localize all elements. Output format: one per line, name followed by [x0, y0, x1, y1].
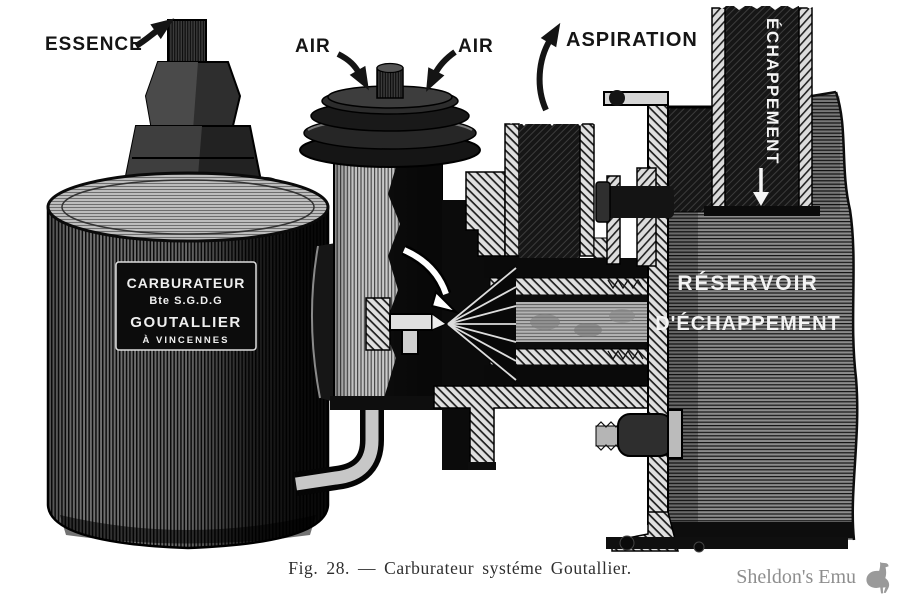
bracket-highlight-edge	[310, 245, 321, 399]
reservoir-left-shadow	[668, 212, 698, 540]
label-echappement: ÉCHAPPEMENT	[763, 18, 782, 165]
label-essence: ESSENCE	[45, 34, 143, 55]
tank-top-face	[46, 171, 330, 243]
elbow-tube	[295, 398, 379, 491]
watermark: Sheldon's Emu	[736, 562, 894, 596]
nameplate-line4: À VINCENNES	[143, 335, 230, 346]
base-rivet-1	[619, 535, 635, 551]
mixer-bottom-flange	[330, 396, 446, 410]
label-air-left: AIR	[295, 36, 331, 57]
lip-bolt	[609, 90, 625, 106]
gas-blob-3	[609, 309, 635, 323]
echappement-arrow-head	[753, 192, 769, 206]
exhaust-pipe: ÉCHAPPEMENT	[704, 0, 820, 216]
duct-torn-top	[500, 110, 598, 126]
thread-zigzag-top	[607, 278, 644, 290]
watermark-text: Sheldon's Emu	[736, 566, 856, 588]
mixer-shading	[334, 160, 442, 400]
flange-bolt	[600, 186, 674, 218]
air-left-arrow	[336, 51, 369, 91]
duct-right-wall	[579, 123, 595, 257]
gas-blob-2	[574, 323, 602, 337]
base-rivet-2	[693, 541, 705, 553]
reservoir-top-edge	[811, 90, 837, 98]
flow-arrow-head	[430, 290, 460, 314]
label-reservoir-line1: RÉSERVOIR	[677, 272, 818, 295]
duct-left-wall	[504, 123, 520, 257]
mixer-assembly	[299, 62, 481, 410]
reservoir-base-strip	[606, 537, 848, 549]
thread-zigzag-bottom	[607, 349, 644, 361]
reservoir-bottom-edge	[668, 522, 854, 538]
emu-icon	[866, 562, 890, 594]
post-ragged-end	[468, 462, 496, 470]
reservoir-torn-edge	[834, 91, 859, 541]
reservoir-left-wall	[647, 91, 669, 525]
drain-nut-collar	[667, 409, 683, 459]
essence-arrow	[134, 18, 175, 49]
nameplate-line2: Bte S.G.D.G	[149, 295, 222, 307]
aspiration-duct-section	[433, 110, 649, 470]
flange-bolt-head	[595, 181, 611, 223]
nozzle-pipe	[389, 313, 433, 331]
tank-shading	[48, 207, 328, 548]
tank-top-rim	[61, 179, 315, 235]
rod-thread-top	[595, 421, 622, 428]
label-air-right: AIR	[458, 36, 494, 57]
aspiration-arrow	[536, 22, 561, 112]
air-right-arrow	[426, 49, 457, 92]
pipe-torn-top	[708, 0, 816, 10]
maker-nameplate	[115, 261, 257, 351]
tank-bottom-shadow	[60, 515, 316, 544]
drain-nut-head	[617, 413, 673, 457]
reservoir-fill	[668, 92, 858, 540]
nozzle-bracket	[365, 297, 391, 351]
nozzle-stub	[401, 329, 419, 355]
nameplate-line1: CARBURATEUR	[127, 275, 246, 291]
rod-thread-bottom	[595, 444, 622, 451]
label-reservoir-line2: D'ÉCHAPPEMENT	[655, 312, 841, 335]
spray-nozzle	[365, 264, 517, 384]
cap-knob-top	[376, 62, 404, 74]
pipe-right-wall	[798, 7, 813, 213]
reservoir-interior-shadow	[667, 105, 713, 213]
pipe-left-wall	[711, 7, 726, 213]
label-aspiration: ASPIRATION	[566, 29, 698, 51]
flow-arrow-cutaway	[401, 244, 460, 314]
lower-channel	[484, 365, 648, 386]
duct-shaft	[519, 124, 580, 258]
spray-rays	[447, 267, 517, 381]
nameplate-line3: GOUTALLIER	[130, 314, 241, 331]
callout-labels: ESSENCE AIR AIR ASPIRATION	[45, 18, 698, 112]
gas-blob-1	[530, 314, 560, 330]
pipe-bottom-lip	[704, 206, 820, 216]
carburetor-diagram: CARBURATEUR Bte S.G.D.G GOUTALLIER À VIN…	[45, 0, 859, 553]
reservoir-pipe-right-shadow	[812, 96, 840, 212]
air-filter-cap	[299, 62, 481, 168]
fuel-tank: CARBURATEUR Bte S.G.D.G GOUTALLIER À VIN…	[46, 19, 330, 550]
flow-arrow-body	[402, 247, 449, 296]
mounting-hardware	[595, 167, 683, 459]
figure-caption: Fig. 28. — Carburateur systéme Goutallie…	[288, 558, 632, 578]
nozzle-tip	[431, 313, 448, 331]
hex-nut-upper-facet	[146, 62, 198, 130]
